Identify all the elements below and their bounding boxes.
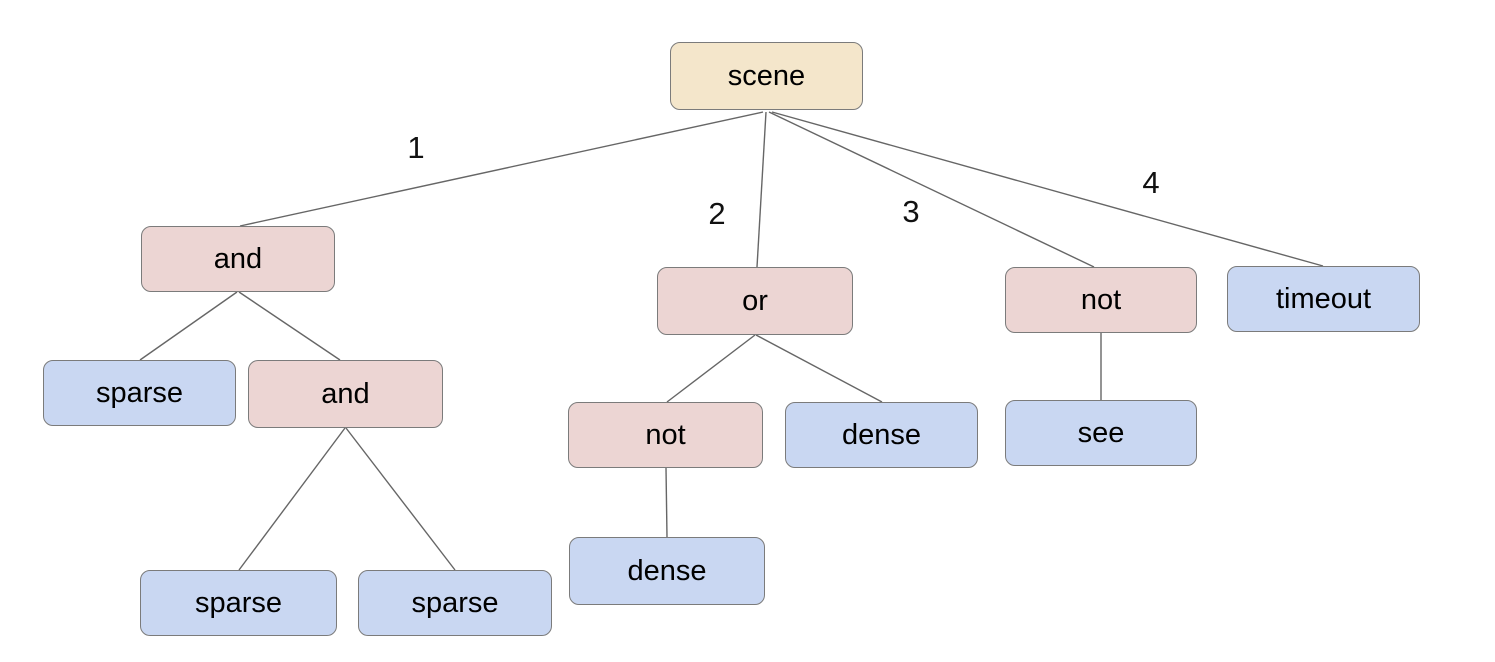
edge-label-4: 4 — [1142, 165, 1160, 200]
edge-or1-not2 — [666, 334, 756, 403]
edge-not2-dense2 — [665, 467, 668, 538]
edge-scene-and1 — [239, 111, 764, 227]
edge-scene-timeout1 — [771, 111, 1324, 267]
node-and-1: and — [141, 226, 335, 292]
node-not-2: not — [568, 402, 763, 468]
node-not-1: not — [1005, 267, 1197, 333]
edge-label-3: 3 — [902, 194, 920, 229]
edge-or1-dense1 — [755, 334, 883, 403]
edge-and1-and2 — [238, 291, 341, 361]
node-see: see — [1005, 400, 1197, 466]
edge-and2-sparse2 — [238, 427, 346, 571]
node-timeout: timeout — [1227, 266, 1420, 332]
node-or-1: or — [657, 267, 853, 335]
node-dense-1: dense — [785, 402, 978, 468]
node-sparse-1: sparse — [43, 360, 236, 426]
node-scene: scene — [670, 42, 863, 110]
edge-label-2: 2 — [708, 196, 726, 231]
edge-scene-not1 — [768, 111, 1095, 268]
edge-and1-sparse1 — [139, 291, 238, 361]
edge-label-1: 1 — [407, 130, 425, 165]
edge-and2-sparse3 — [345, 427, 456, 571]
node-dense-2: dense — [569, 537, 765, 605]
node-sparse-3: sparse — [358, 570, 552, 636]
edge-scene-or1 — [756, 111, 767, 268]
node-sparse-2: sparse — [140, 570, 337, 636]
node-and-2: and — [248, 360, 443, 428]
